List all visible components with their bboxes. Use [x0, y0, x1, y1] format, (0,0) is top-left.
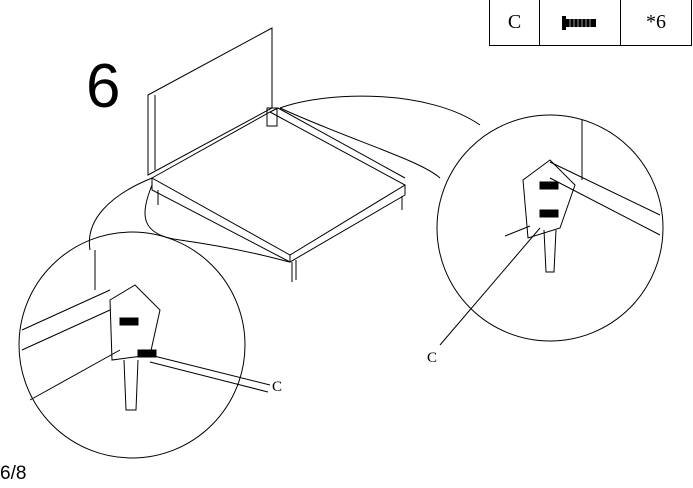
left-zoom-callout	[18, 177, 291, 459]
parts-table: C *6	[489, 0, 692, 46]
part-letter: C	[490, 0, 540, 45]
callout-label-left: C	[272, 379, 283, 395]
bed-frame-drawing	[147, 27, 407, 282]
callout-label-right: C	[427, 350, 438, 366]
right-zoom-callout	[279, 95, 664, 346]
part-quantity: *6	[646, 11, 666, 33]
step-number: 6	[86, 52, 121, 121]
screw-icon	[540, 0, 621, 45]
page-number: 6/8	[0, 463, 27, 484]
